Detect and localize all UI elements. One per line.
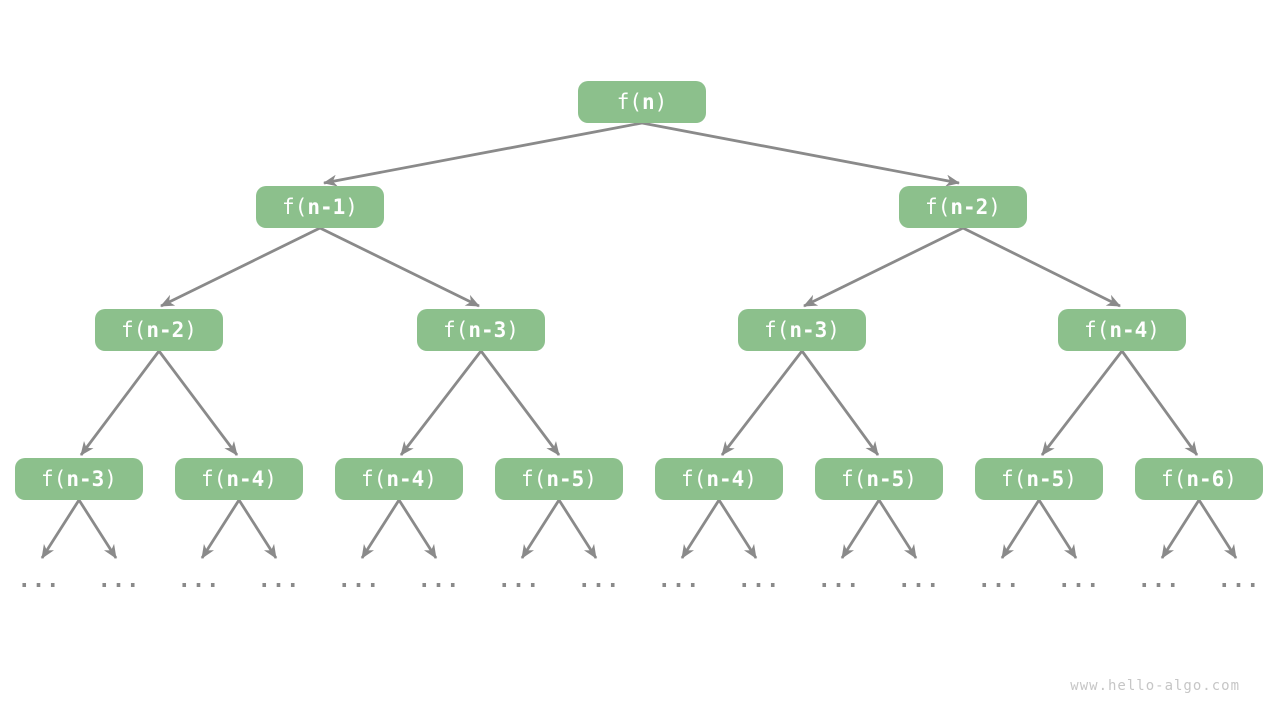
node-label: f(n-5): [1001, 466, 1077, 491]
tree-edge: [877, 499, 918, 559]
ellipsis-leaf: ...: [417, 568, 461, 593]
tree-node-L4-6: f(n-5): [975, 458, 1103, 500]
tree-edge: [803, 226, 964, 308]
tree-node-L3-2: f(n-3): [738, 309, 866, 351]
ellipsis-leaf: ...: [977, 568, 1021, 593]
ellipsis-leaf: ...: [497, 568, 541, 593]
tree-node-L1-root: f(n): [578, 81, 706, 123]
node-label: f(n): [616, 89, 668, 114]
ellipsis-leaf: ...: [337, 568, 381, 593]
tree-edge: [1197, 499, 1238, 559]
node-label: f(n-4): [1084, 317, 1160, 342]
tree-edge: [40, 499, 81, 559]
tree-node-L4-7: f(n-6): [1135, 458, 1263, 500]
tree-edge: [323, 121, 643, 187]
tree-node-L3-3: f(n-4): [1058, 309, 1186, 351]
tree-edge: [680, 499, 721, 559]
tree-edge: [157, 350, 239, 456]
node-label: f(n-3): [443, 317, 519, 342]
tree-node-L4-3: f(n-5): [495, 458, 623, 500]
tree-edge: [237, 499, 278, 559]
node-label: f(n-4): [681, 466, 757, 491]
tree-node-L3-1: f(n-3): [417, 309, 545, 351]
ellipsis-leaf: ...: [577, 568, 621, 593]
tree-node-L4-2: f(n-4): [335, 458, 463, 500]
tree-edge: [79, 350, 161, 456]
tree-edge: [397, 499, 438, 559]
tree-edge: [77, 499, 118, 559]
tree-edge: [720, 350, 804, 456]
node-label: f(n-3): [764, 317, 840, 342]
tree-edge: [641, 121, 960, 187]
tree-node-L4-1: f(n-4): [175, 458, 303, 500]
ellipsis-leaf: ...: [97, 568, 141, 593]
tree-edge: [479, 350, 561, 456]
ellipsis-leaf: ...: [1057, 568, 1101, 593]
tree-edge: [962, 226, 1121, 308]
node-label: f(n-4): [361, 466, 437, 491]
tree-edge: [1120, 350, 1199, 456]
ellipsis-leaf: ...: [817, 568, 861, 593]
tree-node-L4-0: f(n-3): [15, 458, 143, 500]
node-label: f(n-3): [41, 466, 117, 491]
watermark: www.hello-algo.com: [1070, 678, 1240, 694]
ellipsis-leaf: ...: [257, 568, 301, 593]
node-label: f(n-6): [1161, 466, 1237, 491]
tree-edge: [360, 499, 401, 559]
tree-edge: [200, 499, 241, 559]
tree-edge: [1040, 350, 1124, 456]
node-label: f(n-2): [925, 194, 1001, 219]
tree-edge: [160, 226, 321, 308]
node-label: f(n-4): [201, 466, 277, 491]
tree-node-L2-0: f(n-1): [256, 186, 384, 228]
ellipsis-leaf: ...: [1137, 568, 1181, 593]
tree-edge: [717, 499, 758, 559]
tree-edge: [520, 499, 561, 559]
tree-edge: [1037, 499, 1078, 559]
tree-edge: [840, 499, 881, 559]
tree-node-L2-1: f(n-2): [899, 186, 1027, 228]
node-label: f(n-5): [841, 466, 917, 491]
tree-edge: [557, 499, 598, 559]
tree-edge: [399, 350, 483, 456]
node-label: f(n-5): [521, 466, 597, 491]
tree-node-L4-5: f(n-5): [815, 458, 943, 500]
ellipsis-leaf: ...: [657, 568, 701, 593]
tree-node-L4-4: f(n-4): [655, 458, 783, 500]
tree-edge: [1160, 499, 1201, 559]
node-label: f(n-1): [282, 194, 358, 219]
ellipsis-leaf: ...: [737, 568, 781, 593]
ellipsis-leaf: ...: [17, 568, 61, 593]
ellipsis-leaf: ...: [897, 568, 941, 593]
tree-edge: [1000, 499, 1041, 559]
ellipsis-leaf: ...: [1217, 568, 1261, 593]
tree-edge: [319, 226, 480, 308]
ellipsis-leaf: ...: [177, 568, 221, 593]
node-label: f(n-2): [121, 317, 197, 342]
tree-node-L3-0: f(n-2): [95, 309, 223, 351]
tree-edge: [800, 350, 880, 456]
